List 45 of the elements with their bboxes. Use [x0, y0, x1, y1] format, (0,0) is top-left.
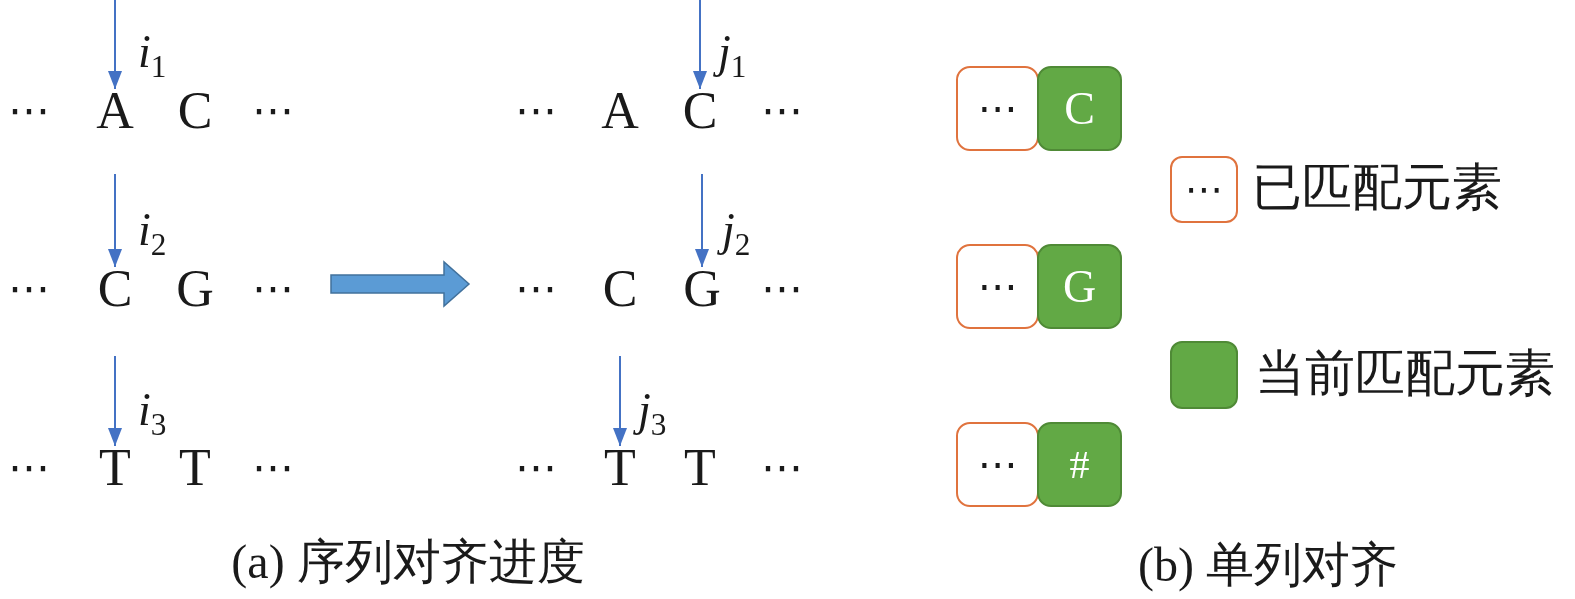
legend-label: 当前匹配元素: [1255, 348, 1555, 398]
current-element-tile: C: [1037, 66, 1122, 151]
pointer-label: i$_{3}$: [137, 384, 168, 444]
base-letter: T: [99, 447, 131, 489]
matched-element-tile: ⋯: [956, 66, 1039, 151]
pointer-label: j$_{1}$: [704, 26, 751, 87]
base-letter: T: [684, 447, 716, 489]
pointer-label: j$_{3}$: [624, 384, 671, 445]
current-element-tile: G: [1037, 244, 1122, 329]
base-letter: C: [682, 90, 718, 132]
ellipsis: ⋯: [761, 273, 803, 307]
base-letter: A: [96, 90, 134, 132]
pointer-arrow: [613, 355, 627, 447]
ellipsis: ⋯: [8, 95, 50, 129]
ellipsis: ⋯: [515, 95, 557, 129]
pointer-label: i$_{1}$: [137, 26, 168, 86]
legend-label: 已匹配元素: [1252, 162, 1502, 212]
ellipsis: ⋯: [8, 273, 50, 307]
base-letter: T: [604, 447, 636, 489]
ellipsis: ⋯: [252, 452, 294, 486]
pointer-arrow: [695, 173, 709, 268]
ellipsis: ⋯: [1185, 174, 1223, 205]
base-letter: C: [177, 90, 213, 132]
ellipsis: ⋯: [8, 452, 50, 486]
base-letter: G: [683, 268, 721, 310]
pointer-arrow: [108, 0, 122, 90]
ellipsis: ⋯: [515, 273, 557, 307]
current-element-tile: #: [1037, 422, 1122, 507]
base-letter: A: [601, 90, 639, 132]
matched-element-tile: ⋯: [956, 244, 1039, 329]
pointer-label: j$_{2}$: [708, 204, 755, 265]
base-letter: C: [602, 268, 638, 310]
ellipsis: ⋯: [761, 452, 803, 486]
ellipsis: ⋯: [252, 95, 294, 129]
ellipsis: ⋯: [761, 95, 803, 129]
ellipsis: ⋯: [252, 273, 294, 307]
matched-element-tile: ⋯: [956, 422, 1039, 507]
pointer-arrow: [108, 173, 122, 268]
base-letter: C: [97, 268, 133, 310]
base-letter: T: [179, 447, 211, 489]
pointer-label: i$_{2}$: [137, 204, 168, 264]
base-letter: G: [176, 268, 214, 310]
pointer-arrow: [693, 0, 707, 90]
pointer-arrow: [108, 355, 122, 447]
ellipsis: ⋯: [515, 452, 557, 486]
